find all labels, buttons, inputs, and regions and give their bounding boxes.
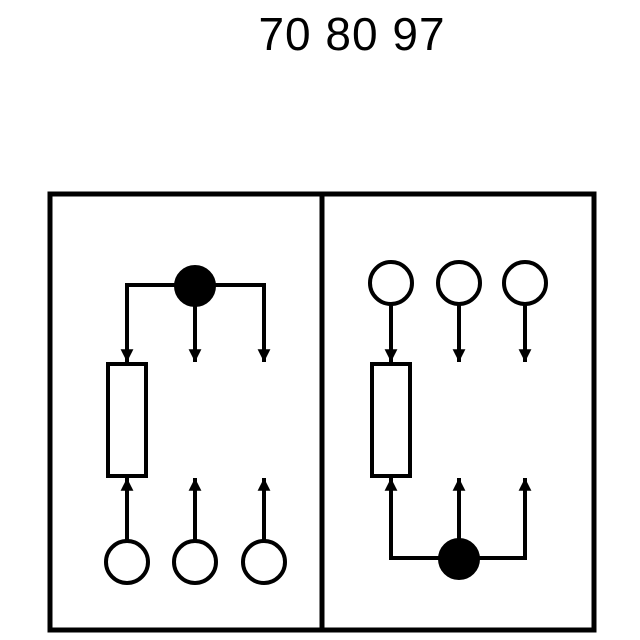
right-resistor <box>370 362 412 478</box>
left-common-node <box>174 265 216 307</box>
right-terminal-1 <box>368 260 414 306</box>
right-panel <box>368 260 548 580</box>
left-terminal-3 <box>241 539 287 585</box>
left-terminal-2 <box>172 539 218 585</box>
left-terminal-1 <box>104 539 150 585</box>
part-number-label: 70 80 97 <box>258 8 446 60</box>
right-terminal-3 <box>502 260 548 306</box>
right-common-node <box>438 538 480 580</box>
right-terminal-2 <box>436 260 482 306</box>
left-resistor <box>106 362 148 478</box>
left-panel <box>104 265 287 585</box>
